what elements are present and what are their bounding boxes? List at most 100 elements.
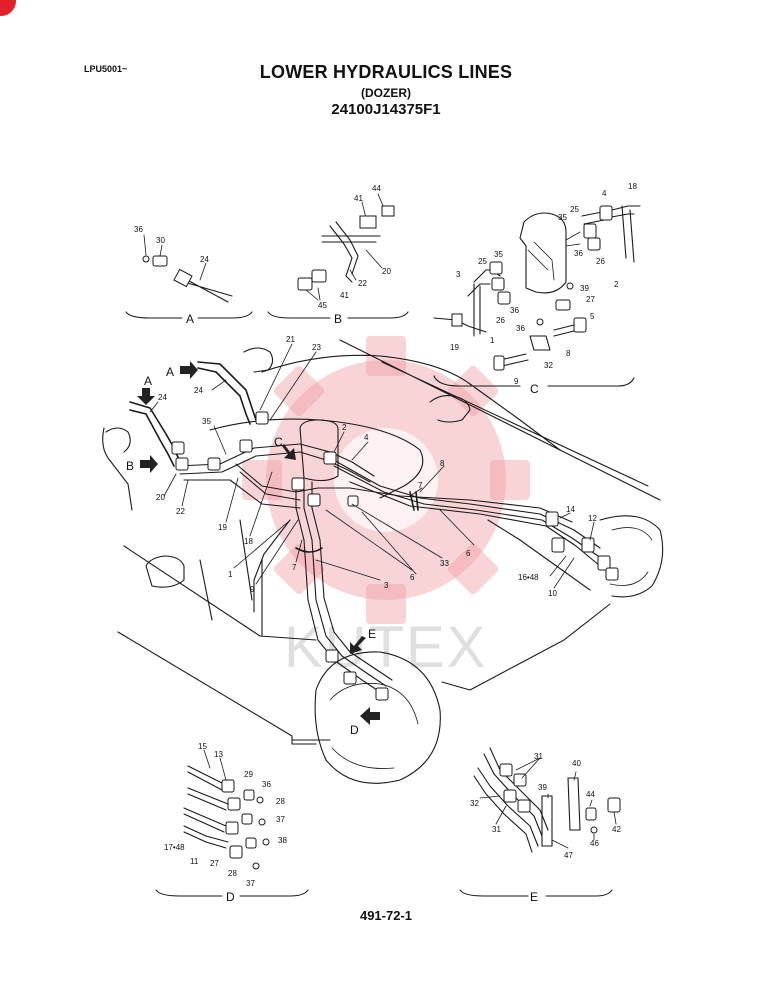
part-label: 46 xyxy=(590,839,599,848)
part-label: 27 xyxy=(210,859,219,868)
part-label: 16•48 xyxy=(518,573,539,582)
part-label: 10 xyxy=(548,589,557,598)
part-label: 35 xyxy=(558,213,567,222)
page-title: LOWER HYDRAULICS LINES xyxy=(259,62,513,82)
part-label: 8 xyxy=(440,459,445,468)
part-label: 23 xyxy=(312,343,321,352)
view-arrow-e: E xyxy=(368,627,376,641)
leader-lines xyxy=(149,343,595,589)
part-label: 30 xyxy=(156,236,165,245)
part-number: 24100J14375F1 xyxy=(331,101,441,118)
part-label: 2 xyxy=(614,280,619,289)
detail-c xyxy=(433,205,641,387)
watermark-text: KUTEX xyxy=(284,615,487,680)
drawing-code: LPU5001~ xyxy=(84,64,128,74)
part-label: 18 xyxy=(628,182,637,191)
part-label: 24 xyxy=(194,386,203,395)
part-label: 37 xyxy=(276,815,285,824)
part-label: 29 xyxy=(244,770,253,779)
part-label: 9 xyxy=(250,585,255,594)
part-label: 24 xyxy=(158,393,167,402)
part-label: 4 xyxy=(364,433,369,442)
detail-d xyxy=(155,749,309,897)
part-label: 4 xyxy=(602,189,607,198)
part-label: 22 xyxy=(176,507,185,516)
part-label: 22 xyxy=(358,279,367,288)
part-label: 42 xyxy=(612,825,621,834)
part-label: 1 xyxy=(490,336,495,345)
page-reference: 491-72-1 xyxy=(359,908,413,923)
view-arrow-a: A xyxy=(144,374,152,388)
part-label: 33 xyxy=(440,559,449,568)
part-label: 27 xyxy=(586,295,595,304)
part-label: 12 xyxy=(588,514,597,523)
view-arrow-b: B xyxy=(126,459,134,473)
part-label: 39 xyxy=(580,284,589,293)
part-label: 44 xyxy=(586,790,595,799)
part-label: 36 xyxy=(516,324,525,333)
part-label: 31 xyxy=(492,825,501,834)
part-label: 14 xyxy=(566,505,575,514)
part-label: 35 xyxy=(494,250,503,259)
part-label: 21 xyxy=(286,335,295,344)
part-label: 36 xyxy=(134,225,143,234)
part-label: 15 xyxy=(198,742,207,751)
detail-label-e: E xyxy=(530,890,538,904)
part-label: 28 xyxy=(228,869,237,878)
part-label: 3 xyxy=(384,581,389,590)
part-label: 18 xyxy=(244,537,253,546)
detail-label-d: D xyxy=(226,890,235,904)
part-label: 26 xyxy=(596,257,605,266)
part-label: 26 xyxy=(496,316,505,325)
part-label: 44 xyxy=(372,184,381,193)
part-label: 28 xyxy=(276,797,285,806)
part-label: 20 xyxy=(382,267,391,276)
part-label: 24 xyxy=(200,255,209,264)
part-label: 25 xyxy=(570,205,579,214)
part-label: 6 xyxy=(410,573,415,582)
part-label: 37 xyxy=(246,879,255,888)
detail-label-a: A xyxy=(186,312,194,326)
part-label: 1 xyxy=(228,570,233,579)
part-label: 7 xyxy=(418,481,423,490)
part-label: 47 xyxy=(564,851,573,860)
part-label: 36 xyxy=(262,780,271,789)
part-label: 3 xyxy=(456,270,461,279)
part-label: 31 xyxy=(534,752,543,761)
part-label: 32 xyxy=(544,361,553,370)
part-label: 7 xyxy=(292,563,297,572)
part-label: 9 xyxy=(514,377,519,386)
part-label: 36 xyxy=(510,306,519,315)
part-label: 25 xyxy=(478,257,487,266)
part-label: 41 xyxy=(340,291,349,300)
detail-b xyxy=(267,193,409,319)
part-label: 45 xyxy=(318,301,327,310)
detail-label-b: B xyxy=(334,312,342,326)
page-subtitle: (DOZER) xyxy=(361,86,411,100)
view-arrow-a: A xyxy=(166,365,174,379)
detail-a xyxy=(125,234,253,319)
main-assembly xyxy=(102,339,664,784)
part-label: 38 xyxy=(278,836,287,845)
part-label: 2 xyxy=(342,423,347,432)
part-label: 19 xyxy=(218,523,227,532)
part-label: 39 xyxy=(538,783,547,792)
detail-e xyxy=(459,747,621,897)
part-label: 8 xyxy=(566,349,571,358)
part-label: 36 xyxy=(574,249,583,258)
part-label: 19 xyxy=(450,343,459,352)
detail-label-c: C xyxy=(530,382,539,396)
part-label: 41 xyxy=(354,194,363,203)
part-label: 40 xyxy=(572,759,581,768)
part-label: 11 xyxy=(190,857,199,866)
part-label: 20 xyxy=(156,493,165,502)
part-label: 17•48 xyxy=(164,843,185,852)
view-arrow-c: C xyxy=(274,435,283,449)
part-label: 35 xyxy=(202,417,211,426)
part-label: 5 xyxy=(590,312,595,321)
part-label: 6 xyxy=(466,549,471,558)
view-arrow-d: D xyxy=(350,723,359,737)
part-label: 32 xyxy=(470,799,479,808)
part-label: 13 xyxy=(214,750,223,759)
